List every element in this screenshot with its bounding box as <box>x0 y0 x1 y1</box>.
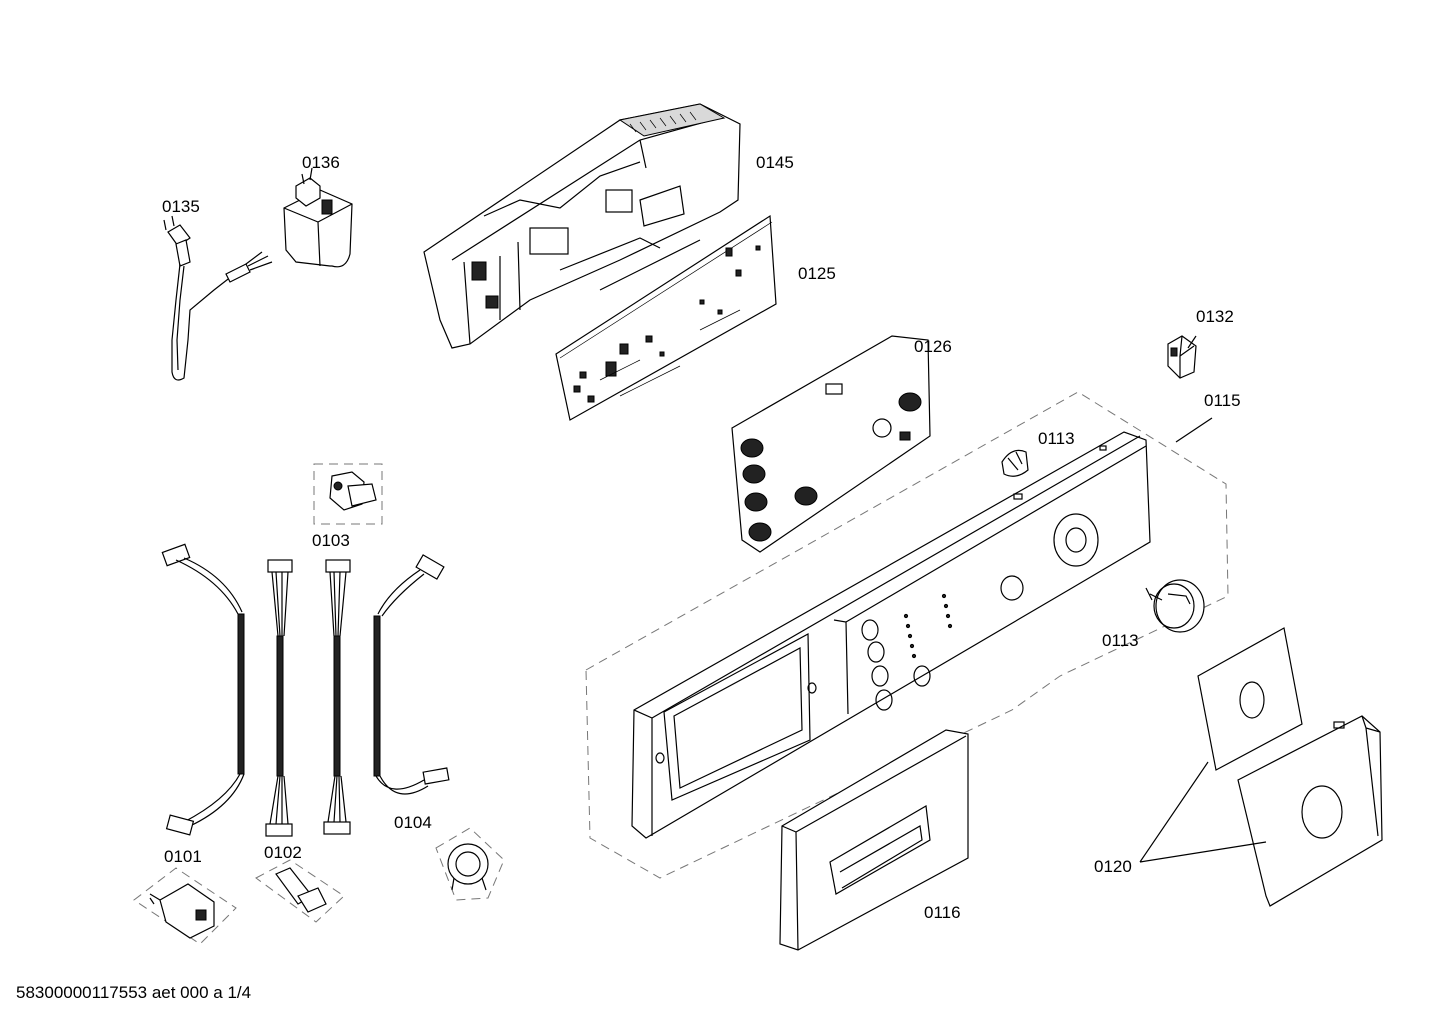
power-cord-part <box>163 215 273 381</box>
label-0126: 0126 <box>914 337 952 356</box>
label-0101: 0101 <box>164 847 202 866</box>
pcb-push-buttons <box>740 392 922 542</box>
label-0113-top: 0113 <box>1038 429 1075 448</box>
interference-filter-part <box>283 167 353 268</box>
program-knob-part <box>1145 579 1205 633</box>
label-0125: 0125 <box>798 264 836 283</box>
label-0136: 0136 <box>302 153 340 172</box>
leader-lines <box>1139 335 1267 863</box>
drawing-reference: 58300000117553 aet 000 a 1/4 <box>16 983 251 1002</box>
label-0103: 0103 <box>312 531 350 550</box>
label-0132: 0132 <box>1196 307 1234 326</box>
assembly-outline <box>585 391 1229 879</box>
cable-harness-0101 <box>161 543 245 836</box>
label-0145: 0145 <box>756 153 794 172</box>
decal-small-part <box>1197 627 1303 771</box>
label-0116: 0116 <box>924 903 961 922</box>
lock-switch-part <box>133 867 237 945</box>
control-housing-part <box>423 103 741 349</box>
label-0135: 0135 <box>162 197 200 216</box>
label-0102: 0102 <box>264 843 302 862</box>
label-0120: 0120 <box>1094 857 1132 876</box>
sensor-part <box>255 859 345 923</box>
pressure-switch-part <box>435 827 505 901</box>
decal-large-part <box>1237 715 1383 907</box>
drawer-handle-part <box>779 729 969 951</box>
control-panel-part <box>631 431 1151 839</box>
main-pcb-part <box>555 214 777 421</box>
label-0113-knob: 0113 <box>1102 631 1139 650</box>
switch-part <box>313 463 383 525</box>
label-0104: 0104 <box>394 813 432 832</box>
label-0115: 0115 <box>1204 391 1241 410</box>
part-labels: 0135 0136 0145 0125 0126 0132 0115 0113 … <box>162 153 1241 922</box>
display-pcb-part <box>731 335 931 553</box>
cable-harness-0104 <box>373 554 450 795</box>
cable-harness-0102 <box>265 559 351 837</box>
knob-insert-part <box>1001 449 1029 477</box>
